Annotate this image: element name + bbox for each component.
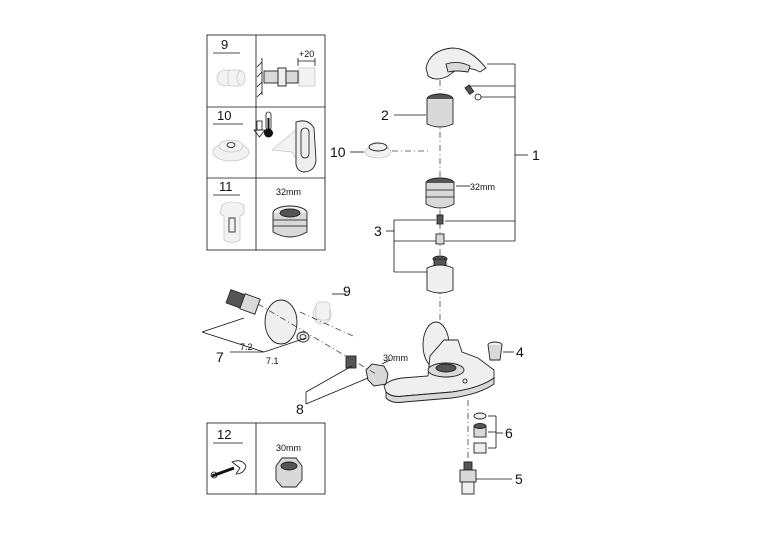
extension-dimension-label: +20 (299, 49, 314, 59)
panel-row-10-number: 10 (217, 108, 231, 123)
arrow-down-icon (253, 120, 266, 138)
callout-6-leaders (488, 415, 503, 449)
reference-panel-bottom: 12 30mm (206, 422, 326, 495)
callout-8-leaders (305, 365, 369, 405)
callout-3: 3 (374, 223, 382, 239)
reference-panel-top: 9 +20 10 (206, 34, 326, 251)
callout-8: 8 (296, 401, 304, 417)
cartridge-nut-32mm (425, 177, 455, 209)
callout-1: 1 (532, 147, 540, 163)
extension-piece-icon (216, 69, 246, 87)
callout-1-leaders (445, 63, 528, 242)
temperature-stop-icon (212, 139, 250, 162)
panel-row-11-number: 11 (219, 179, 233, 194)
wrench-icon (210, 460, 247, 479)
aerator-parts-6 (473, 412, 487, 454)
small-screw (436, 214, 444, 225)
cartridge (426, 255, 454, 294)
adapter-piece (435, 233, 445, 245)
callout-10: 10 (330, 144, 346, 160)
extension-9 (312, 301, 332, 325)
cartridge-tool-icon (219, 201, 245, 243)
panel-row-11-size: 32mm (276, 187, 301, 197)
hatch-wall-icon (256, 58, 316, 98)
callout-7-leaders (201, 317, 307, 353)
callout-4: 4 (516, 344, 524, 360)
set-screw (464, 84, 482, 101)
washer (296, 331, 310, 343)
callout-9: 9 (343, 283, 351, 299)
callout-7: 7 (216, 349, 224, 365)
nut-32mm-icon (272, 205, 308, 238)
panel-12-size: 30mm (276, 443, 301, 453)
nut-30mm-8 (365, 363, 389, 387)
callout-6: 6 (505, 425, 513, 441)
callout-7-1: 7.1 (266, 356, 279, 366)
plug-part-4 (487, 341, 503, 361)
diverter-part-5 (459, 461, 477, 495)
panel-row-9-number: 9 (221, 37, 228, 52)
eccentric-connector-7-2 (225, 289, 261, 315)
thermometer-icon (264, 111, 273, 138)
faucet-body (383, 321, 495, 403)
callout-5: 5 (515, 471, 523, 487)
panel-12-number: 12 (217, 427, 231, 442)
escutcheon-7-1 (264, 299, 298, 345)
nut-30mm-icon (275, 457, 303, 488)
cartridge-nut-size: 32mm (470, 182, 495, 192)
temperature-stop-part-10 (364, 142, 392, 159)
callout-3-leaders (386, 219, 436, 273)
nut-30mm-label: 30mm (383, 353, 408, 363)
callout-2: 2 (381, 107, 389, 123)
lever-handle (425, 47, 487, 80)
lever-handle-ghost-icon (271, 120, 317, 173)
callout-7-2: 7.2 (240, 342, 253, 352)
cap-part-2 (426, 93, 454, 128)
